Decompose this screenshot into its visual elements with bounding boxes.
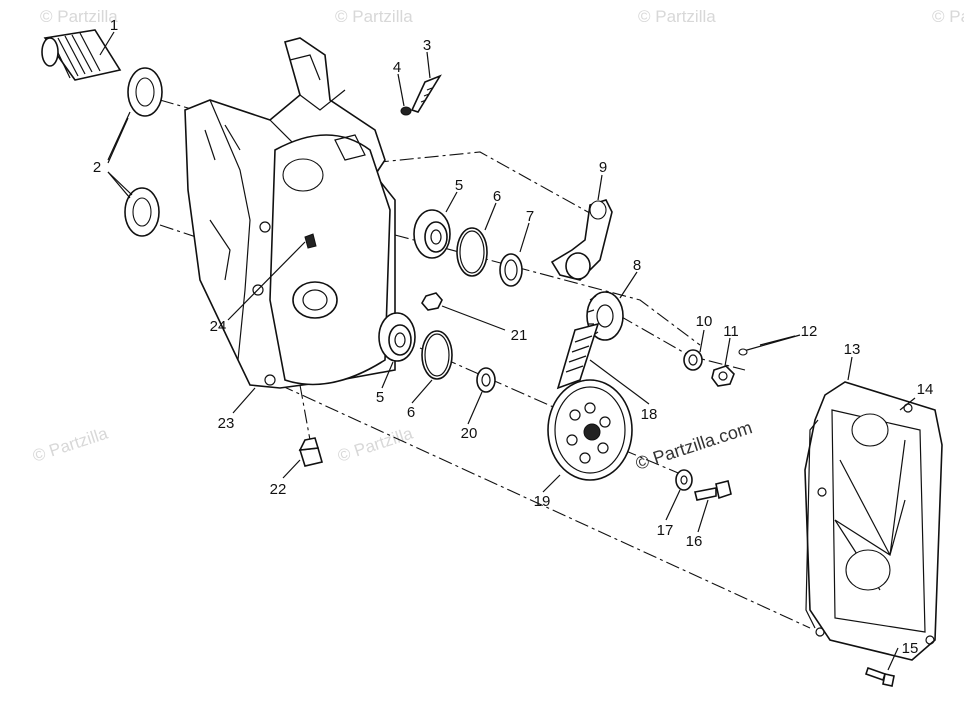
callout-7: 7 bbox=[526, 208, 534, 225]
flat-washer bbox=[683, 349, 703, 371]
callout-22: 22 bbox=[270, 481, 287, 498]
callout-6-upper: 6 bbox=[493, 188, 501, 205]
callout-24: 24 bbox=[210, 318, 227, 335]
cover-bolt bbox=[864, 666, 895, 687]
drive-chain bbox=[556, 322, 600, 390]
dowel-pin bbox=[304, 233, 317, 249]
callout-1: 1 bbox=[110, 17, 118, 34]
tensioner-arm bbox=[550, 199, 613, 281]
chaincase-housing bbox=[184, 37, 396, 389]
hex-nut bbox=[421, 292, 443, 311]
callout-11: 11 bbox=[723, 323, 739, 340]
oil-seal-lower bbox=[124, 187, 160, 237]
small-washer bbox=[400, 106, 412, 116]
callout-18: 18 bbox=[641, 406, 658, 423]
main-watermark: © Partzilla.com bbox=[633, 417, 755, 474]
callout-3: 3 bbox=[423, 37, 431, 54]
callout-17: 17 bbox=[657, 522, 674, 539]
watermark-text: © Partzilla bbox=[335, 7, 413, 26]
watermark-text: © Partzilla bbox=[932, 7, 964, 26]
callout-19: 19 bbox=[534, 493, 551, 510]
callout-5-upper: 5 bbox=[455, 177, 463, 194]
callout-6-lower: 6 bbox=[407, 404, 415, 421]
washer-small bbox=[675, 469, 693, 491]
callout-labels: 1 2 3 4 5 5 6 6 7 8 9 10 11 12 13 14 15 … bbox=[93, 17, 934, 657]
cotter-pin bbox=[738, 334, 801, 356]
callout-2: 2 bbox=[93, 159, 101, 176]
callout-12: 12 bbox=[801, 323, 818, 340]
callout-4: 4 bbox=[393, 59, 401, 76]
cap-screw bbox=[694, 480, 732, 501]
callout-8: 8 bbox=[633, 257, 641, 274]
oil-seal-upper bbox=[127, 67, 163, 117]
drain-plug bbox=[298, 437, 323, 467]
leader-lines bbox=[99, 31, 916, 671]
o-ring-upper bbox=[456, 227, 488, 277]
chaincase-cover bbox=[804, 381, 943, 661]
bolt bbox=[410, 74, 442, 113]
callout-5-lower: 5 bbox=[376, 389, 384, 406]
seal-small bbox=[499, 253, 523, 287]
callout-15: 15 bbox=[902, 640, 919, 657]
callout-9: 9 bbox=[599, 159, 607, 176]
watermark-text: © Partzilla bbox=[638, 7, 716, 26]
callout-21: 21 bbox=[511, 327, 528, 344]
watermark-text: © Partzilla bbox=[335, 424, 415, 466]
driven-sprocket bbox=[547, 379, 633, 481]
lock-nut bbox=[711, 365, 735, 387]
bearing-lower bbox=[378, 312, 416, 362]
callout-16: 16 bbox=[686, 533, 703, 550]
callout-23: 23 bbox=[218, 415, 235, 432]
washer-lower bbox=[476, 367, 496, 393]
o-ring-lower bbox=[421, 330, 453, 380]
callout-13: 13 bbox=[844, 341, 861, 358]
splined-shaft bbox=[41, 29, 122, 81]
callout-20: 20 bbox=[461, 425, 478, 442]
watermark-text: © Partzilla bbox=[40, 7, 118, 26]
callout-10: 10 bbox=[696, 313, 713, 330]
callout-14: 14 bbox=[917, 381, 934, 398]
bearing-upper bbox=[413, 209, 451, 259]
watermark-text: © Partzilla bbox=[30, 424, 110, 466]
